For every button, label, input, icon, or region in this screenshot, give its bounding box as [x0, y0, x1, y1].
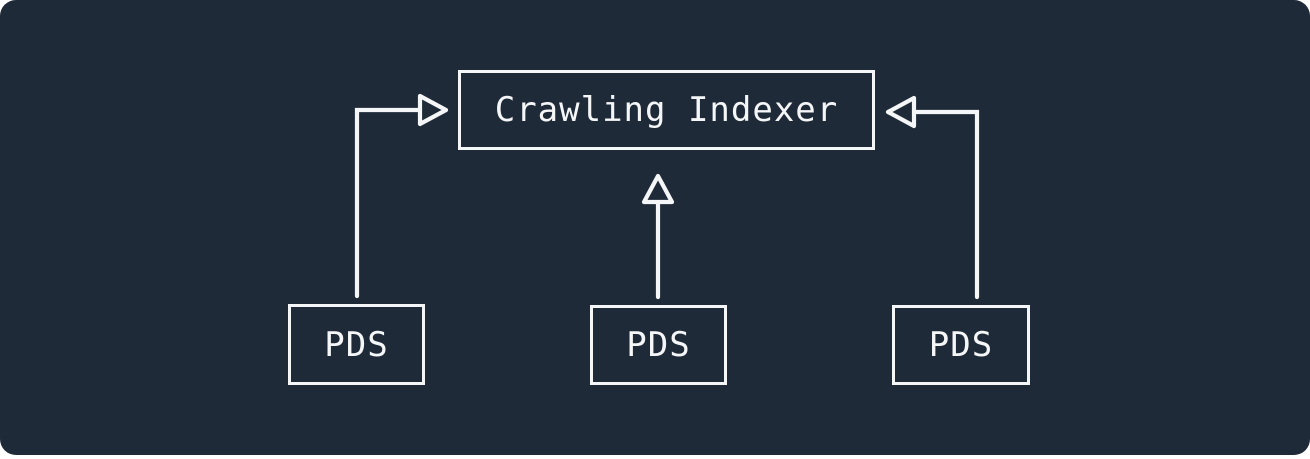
arrowhead-left-icon	[885, 95, 917, 129]
pds-left-label: PDS	[324, 324, 389, 365]
arrow-pds-left-to-indexer	[354, 93, 449, 299]
arrow-pds-middle-to-indexer	[641, 173, 675, 300]
arrow-pds-right-to-indexer	[885, 95, 980, 300]
pds-node-right: PDS	[892, 305, 1030, 385]
pds-middle-label: PDS	[626, 325, 691, 365]
indexer-label: Crawling Indexer	[494, 90, 839, 130]
arrowhead-right-icon	[417, 93, 449, 127]
pds-node-middle: PDS	[590, 305, 727, 385]
pds-node-left: PDS	[288, 304, 425, 385]
pds-right-label: PDS	[928, 325, 994, 365]
arrowhead-up-icon	[641, 173, 675, 205]
indexer-node: Crawling Indexer	[458, 70, 875, 150]
